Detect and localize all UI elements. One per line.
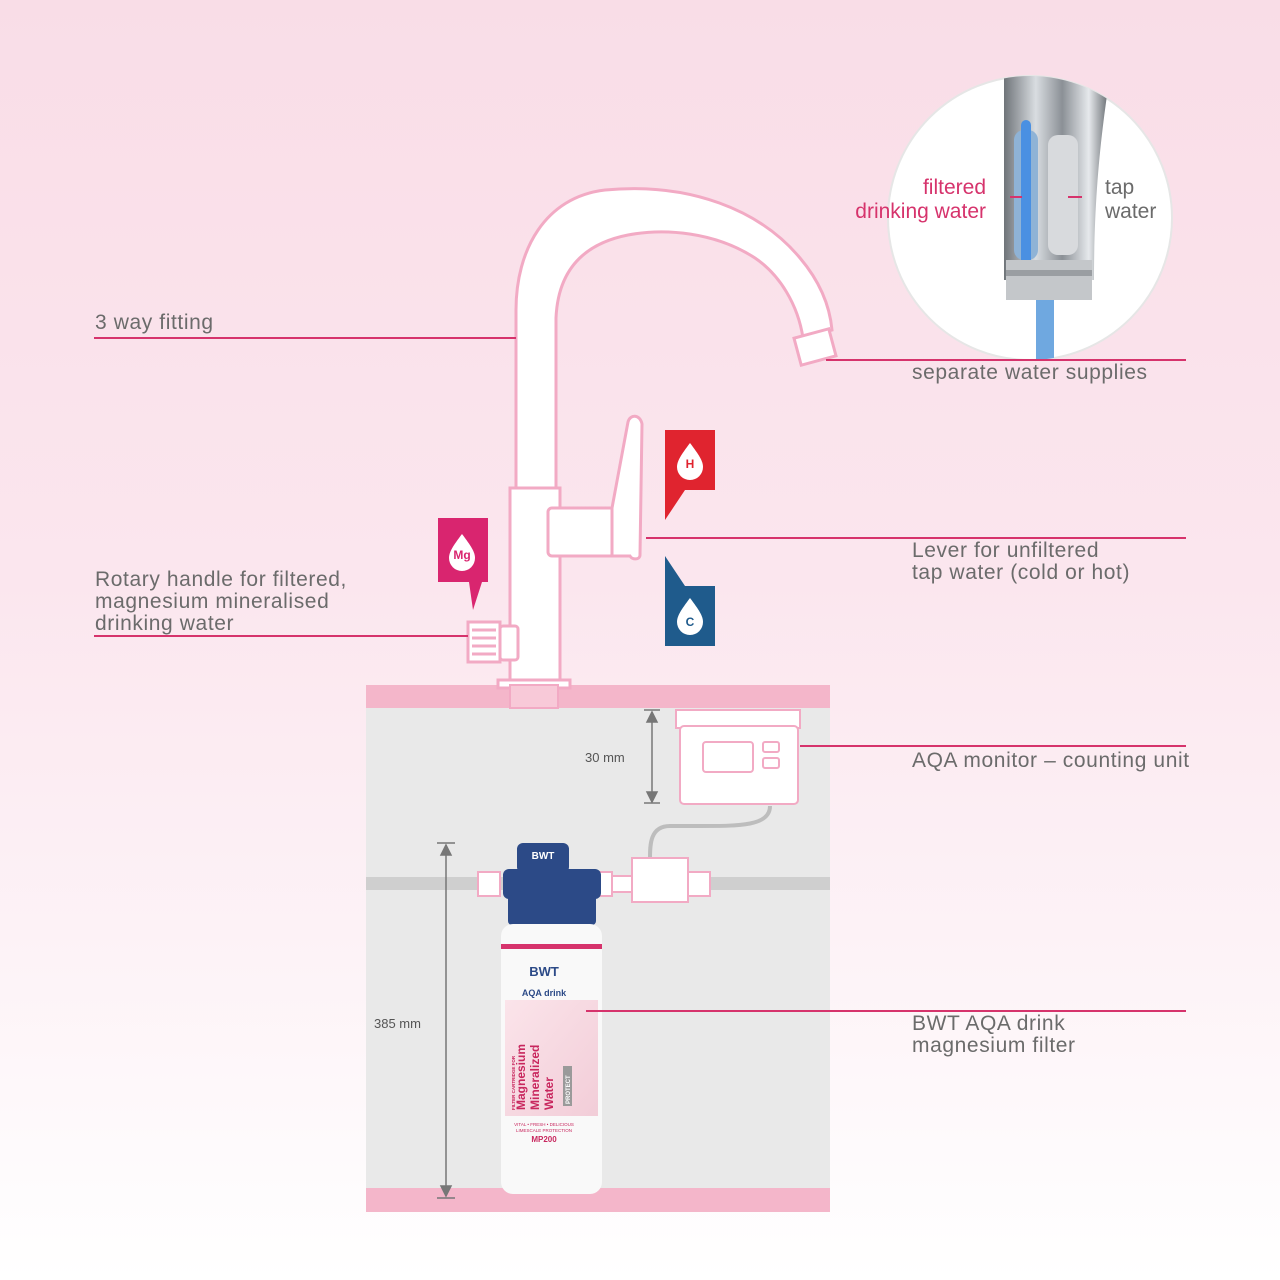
label-aqa-monitor: AQA monitor – counting unit (912, 749, 1190, 772)
cartridge-product: AQA drink (522, 988, 567, 998)
callout-lines (94, 337, 1186, 1012)
label-3-way-fitting: 3 way fitting (95, 311, 214, 334)
mg-badge-text: Mg (453, 548, 470, 562)
inset-filtered-line1: filtered (922, 176, 986, 199)
inset-label-tap: tap water (1105, 176, 1156, 224)
bwt-filter-cartridge: BWT BWT AQA drink FILTER CARTRIDGE FOR M… (501, 843, 602, 1194)
lever-handle (610, 414, 644, 561)
label-rotary-line2: magnesium mineralised (95, 590, 330, 613)
dimension-30mm: 30 mm (585, 750, 625, 765)
label-rotary-handle: Rotary handle for filtered, magnesium mi… (95, 569, 347, 635)
cartridge-feature-1: VITAL • FRESH • DELICIOUS (514, 1122, 574, 1127)
label-filter-line1: BWT AQA drink (912, 1012, 1066, 1035)
hot-badge-text: H (686, 457, 695, 471)
cartridge-name-line2: Mineralized (528, 1045, 542, 1110)
cap-brand-logo: BWT (532, 851, 555, 862)
inset-label-filtered: filtered drinking water (822, 176, 986, 224)
cartridge-name-line1: Magnesium (514, 1044, 528, 1110)
monitor-cable (648, 805, 772, 859)
cartridge-protect-tag: PROTECT (566, 1075, 572, 1104)
label-filter: BWT AQA drink magnesium filter (912, 1013, 1076, 1057)
cartridge-brand-logo: BWT (529, 964, 559, 979)
cold-drop-icon: C (665, 556, 715, 646)
spout-cutaway-inset (887, 75, 1173, 361)
label-lever-line2: tap water (cold or hot) (912, 561, 1131, 584)
cold-badge-text: C (686, 615, 695, 629)
spout-tip (792, 326, 838, 368)
label-separate-supplies: separate water supplies (912, 361, 1148, 384)
cartridge-model: MP200 (531, 1135, 557, 1144)
rotary-handle (466, 620, 502, 664)
cartridge-name-line3: Water (542, 1077, 556, 1110)
lever-base (546, 506, 616, 558)
hot-drop-icon: H (665, 430, 715, 520)
countertop (366, 685, 830, 708)
label-lever-line1: Lever for unfiltered (912, 539, 1100, 562)
label-filter-line2: magnesium filter (912, 1034, 1076, 1057)
dimension-385mm: 385 mm (374, 1016, 421, 1031)
inset-tap-line1: tap (1105, 176, 1135, 199)
label-rotary-line3: drinking water (95, 612, 235, 635)
mg-drop-icon: Mg (438, 518, 488, 610)
cabinet-floor (366, 1188, 830, 1212)
cartridge-tagline: FILTER CARTRIDGE FOR (511, 1055, 516, 1110)
cartridge-feature-2: LIMESCALE PROTECTION (516, 1128, 572, 1133)
dimension-lines (437, 709, 660, 1199)
inset-tap-line2: water (1105, 200, 1157, 223)
three-way-faucet (466, 187, 838, 690)
label-rotary-line1: Rotary handle for filtered, (95, 568, 347, 591)
aqa-monitor-unit (675, 709, 801, 805)
label-lever: Lever for unfiltered tap water (cold or … (912, 540, 1130, 584)
inset-filtered-line2: drinking water (855, 200, 986, 223)
